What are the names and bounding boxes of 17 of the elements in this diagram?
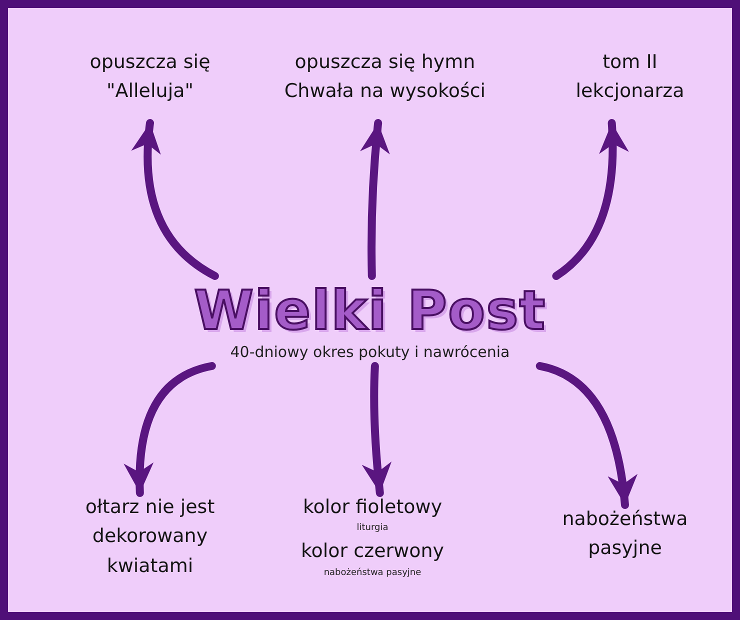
note-text: nabożeństwa pasyjne [324,568,422,578]
item-text: kolor fioletowy [302,495,442,520]
item-text: ołtarz nie jest dekorowany kwiatami [84,495,216,579]
subtitle-text: 40-dniowy okres pokuty i nawrócenia [230,342,510,361]
title-text: Wielki Post [194,281,546,341]
item-text: opuszcza się hymn Chwała na wysokości [283,50,487,104]
item-text: nabożeństwa pasyjne [561,507,689,562]
note-text: liturgia [356,523,388,534]
item-text: tom II lekcjonarza [574,50,686,104]
curved-arrow [360,119,390,280]
curved-arrow [132,119,219,280]
item-text: opuszcza się "Alleluja" [88,50,212,104]
curved-arrow [362,362,392,497]
curved-arrow [552,119,628,280]
curved-arrow [124,362,216,497]
curved-arrow [536,362,637,509]
item-text: kolor czerwony [300,539,444,564]
